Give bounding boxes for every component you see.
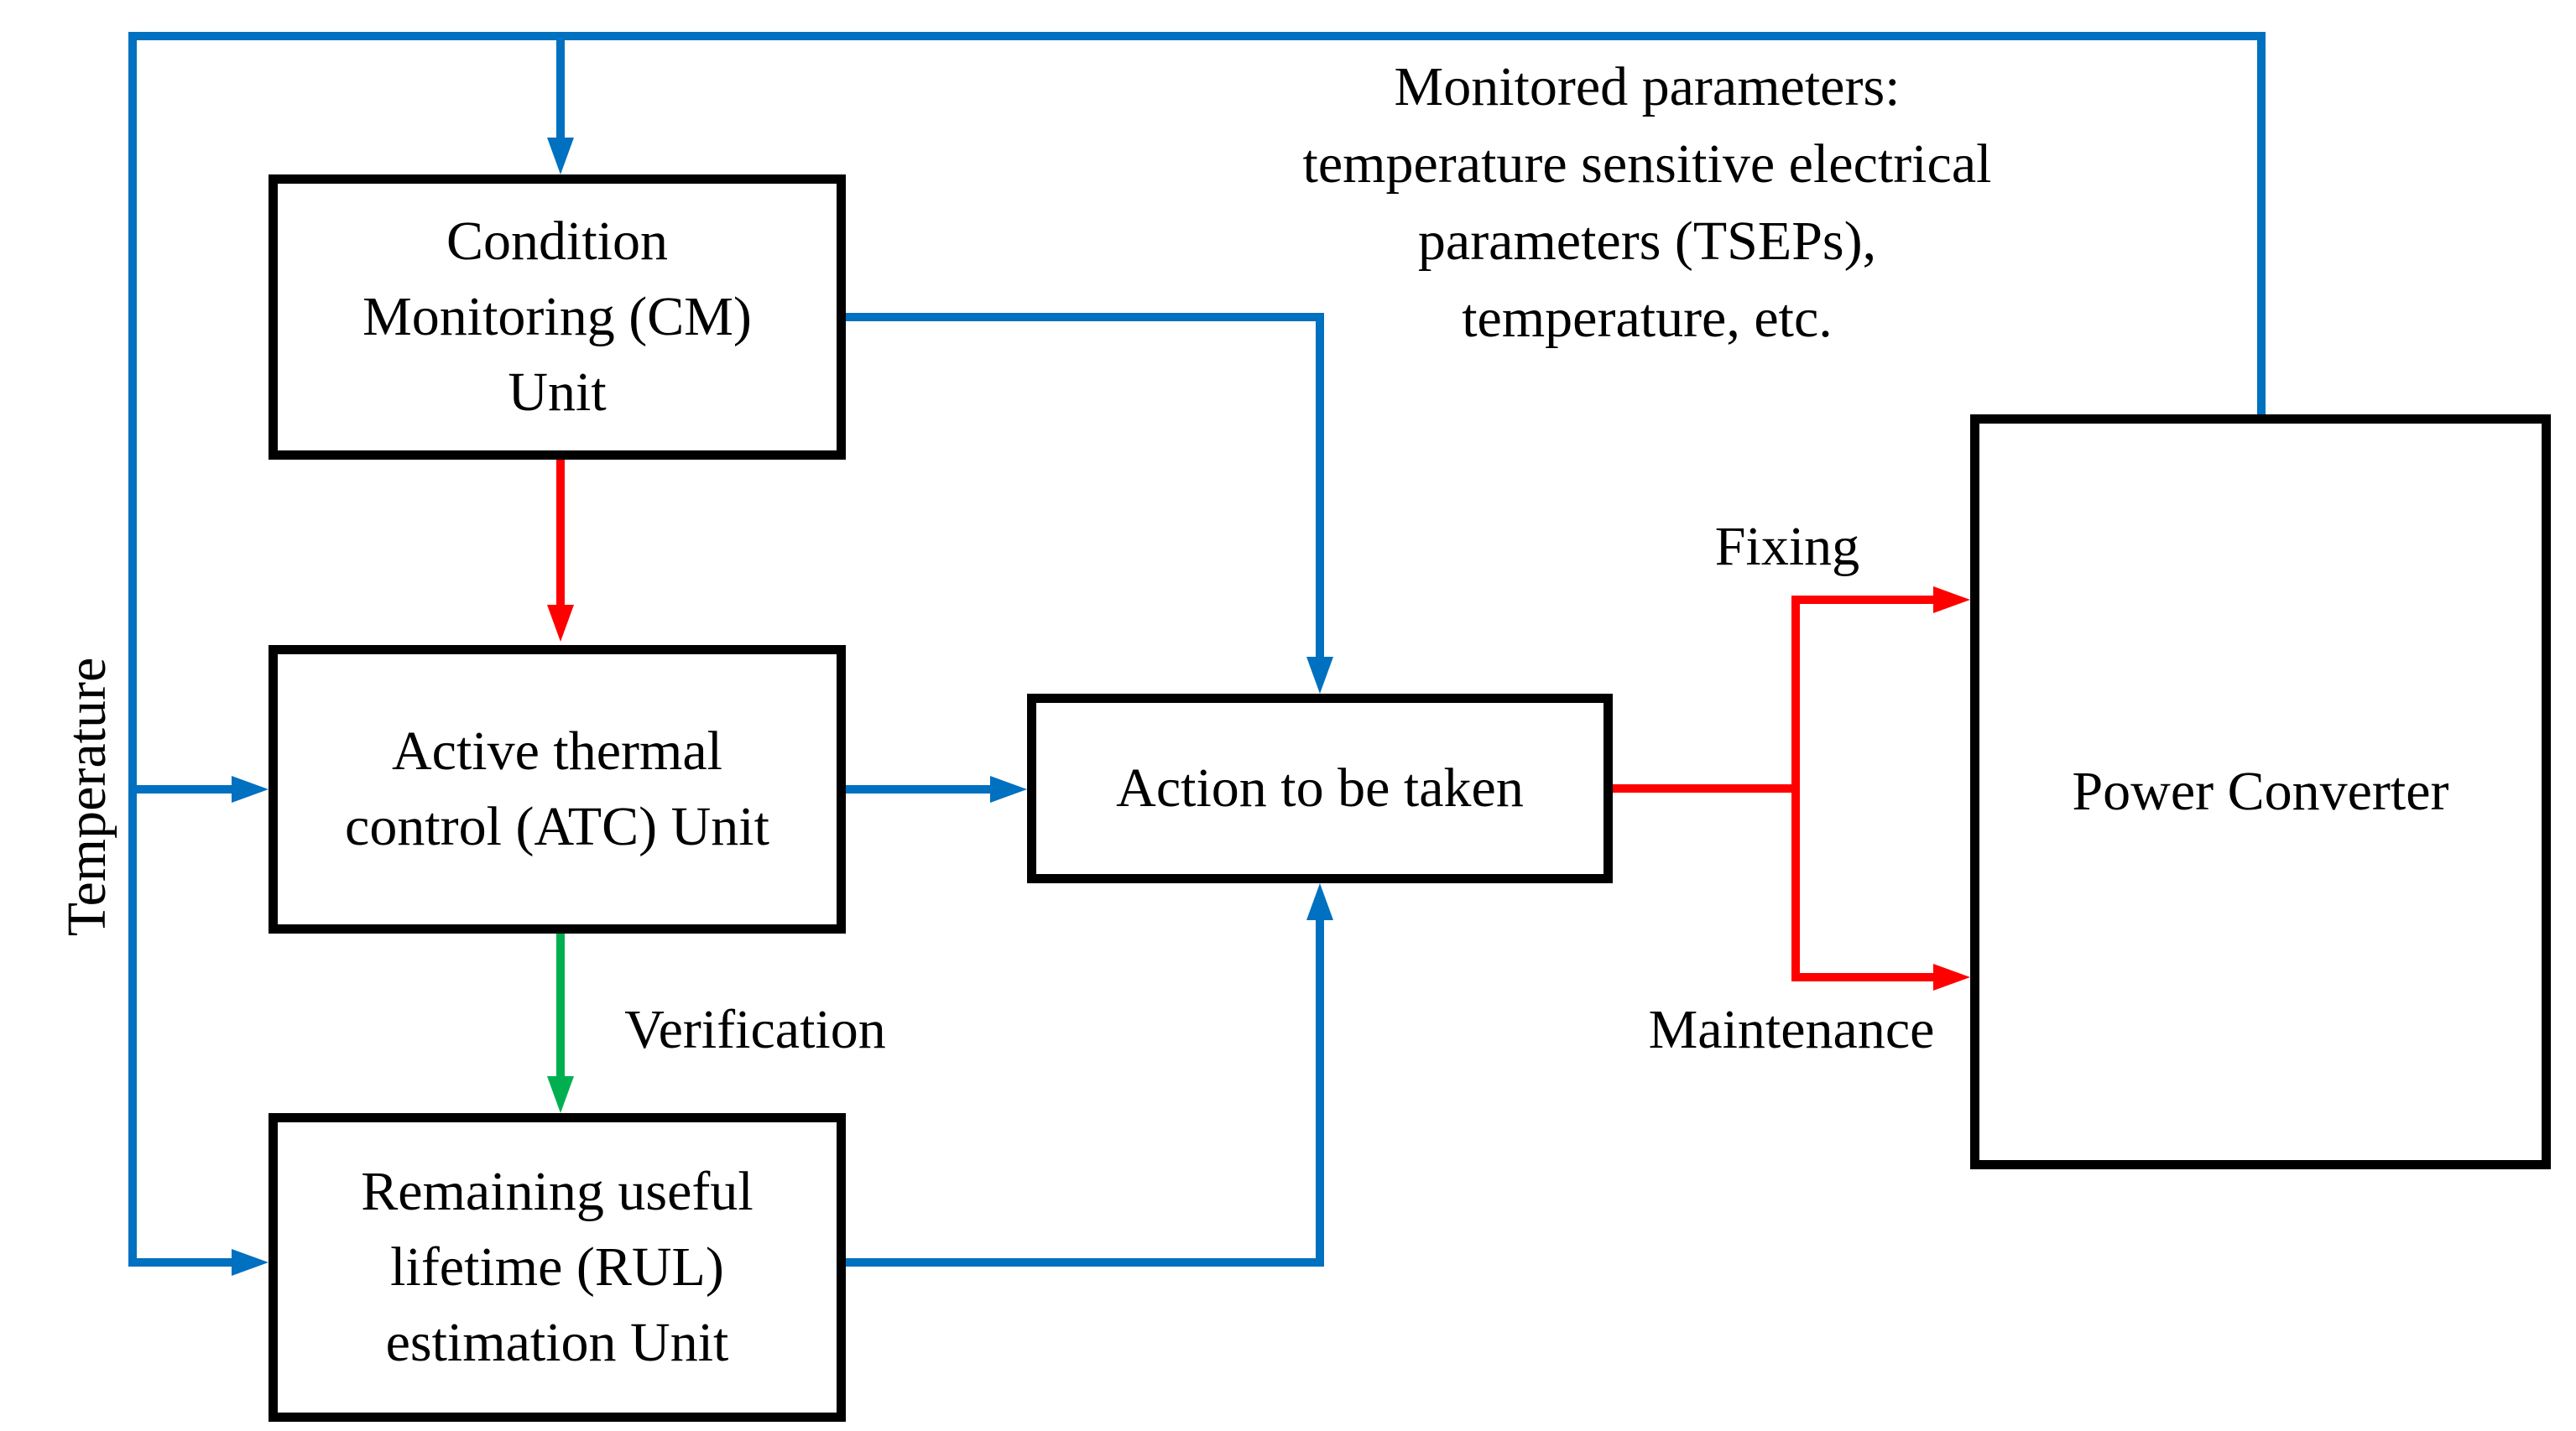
action-output-line (1613, 784, 1800, 793)
rul-box-label-line2: lifetime (RUL) (390, 1236, 724, 1298)
atc-box-label-line2: control (ATC) Unit (345, 796, 769, 857)
arrow-atc-to-rul-shaft (556, 934, 565, 1076)
arrow-temperature-to-atc-shaft (128, 785, 232, 794)
maintenance-label: Maintenance (1648, 999, 1935, 1060)
cm-box-label-line2: Monitoring (CM) (362, 286, 752, 347)
arrow-temperature-to-atc-head (232, 776, 269, 803)
arrow-fixing-to-pc-head (1933, 586, 1970, 613)
arrow-temperature-to-rul-head (232, 1249, 269, 1276)
arrow-atc-to-action-head (990, 776, 1027, 803)
rul-to-action-vertical (1316, 920, 1324, 1267)
pc-monitored-params-line (2257, 32, 2266, 414)
action-box-label: Action to be taken (1116, 757, 1524, 819)
cm-to-action-horizontal (842, 313, 1324, 321)
arrow-atc-to-rul-head (547, 1076, 574, 1113)
power-converter-label: Power Converter (2072, 761, 2449, 822)
action-to-be-taken-box: Action to be taken (1027, 694, 1613, 883)
atc-box-label-line1: Active thermal (391, 721, 722, 782)
rul-box-label-line1: Remaining useful (361, 1161, 754, 1222)
cm-to-action-vertical (1316, 313, 1324, 657)
active-thermal-control-unit-box: Active thermal control (ATC) Unit (269, 645, 846, 934)
power-converter-box: Power Converter (1970, 414, 2551, 1169)
arrow-monitored-to-cm-shaft (556, 40, 565, 138)
temperature-label: Temperature (56, 657, 117, 937)
maintenance-branch-line (1791, 973, 1933, 981)
arrow-cm-to-atc-shaft (556, 459, 565, 605)
arrow-cm-to-action-head (1306, 657, 1333, 694)
arrow-atc-to-action-shaft (846, 785, 990, 794)
arrow-rul-to-action-head (1306, 883, 1333, 920)
arrow-cm-to-atc-head (547, 605, 574, 642)
arrow-maintenance-to-pc-head (1933, 964, 1970, 991)
fixing-branch-line (1791, 596, 1933, 604)
rul-to-action-horizontal (846, 1258, 1324, 1267)
verification-label: Verification (624, 999, 886, 1060)
monitored-parameters-line4: temperature, etc. (1462, 288, 1833, 349)
monitored-parameters-line1: Monitored parameters: (1394, 56, 1901, 117)
top-feedback-line (128, 32, 2266, 40)
condition-monitoring-unit-box: Condition Monitoring (CM) Unit (269, 174, 846, 460)
arrow-monitored-to-cm-head (547, 138, 574, 174)
action-output-split-vertical (1791, 596, 1800, 981)
fixing-label: Fixing (1714, 516, 1860, 577)
rul-estimation-unit-box: Remaining useful lifetime (RUL) estimati… (269, 1113, 846, 1422)
arrow-temperature-to-rul-shaft (128, 1258, 232, 1267)
rul-box-label-line3: estimation Unit (385, 1312, 729, 1373)
cm-box-label-line3: Unit (508, 362, 607, 423)
monitored-parameters-line2: temperature sensitive electrical (1302, 133, 1992, 195)
monitored-parameters-label: Monitored parameters: temperature sensit… (1303, 49, 1992, 357)
left-temperature-bus-line (128, 32, 137, 1267)
cm-box-label-line1: Condition (446, 211, 669, 272)
monitored-parameters-line3: parameters (TSEPs), (1417, 211, 1877, 272)
